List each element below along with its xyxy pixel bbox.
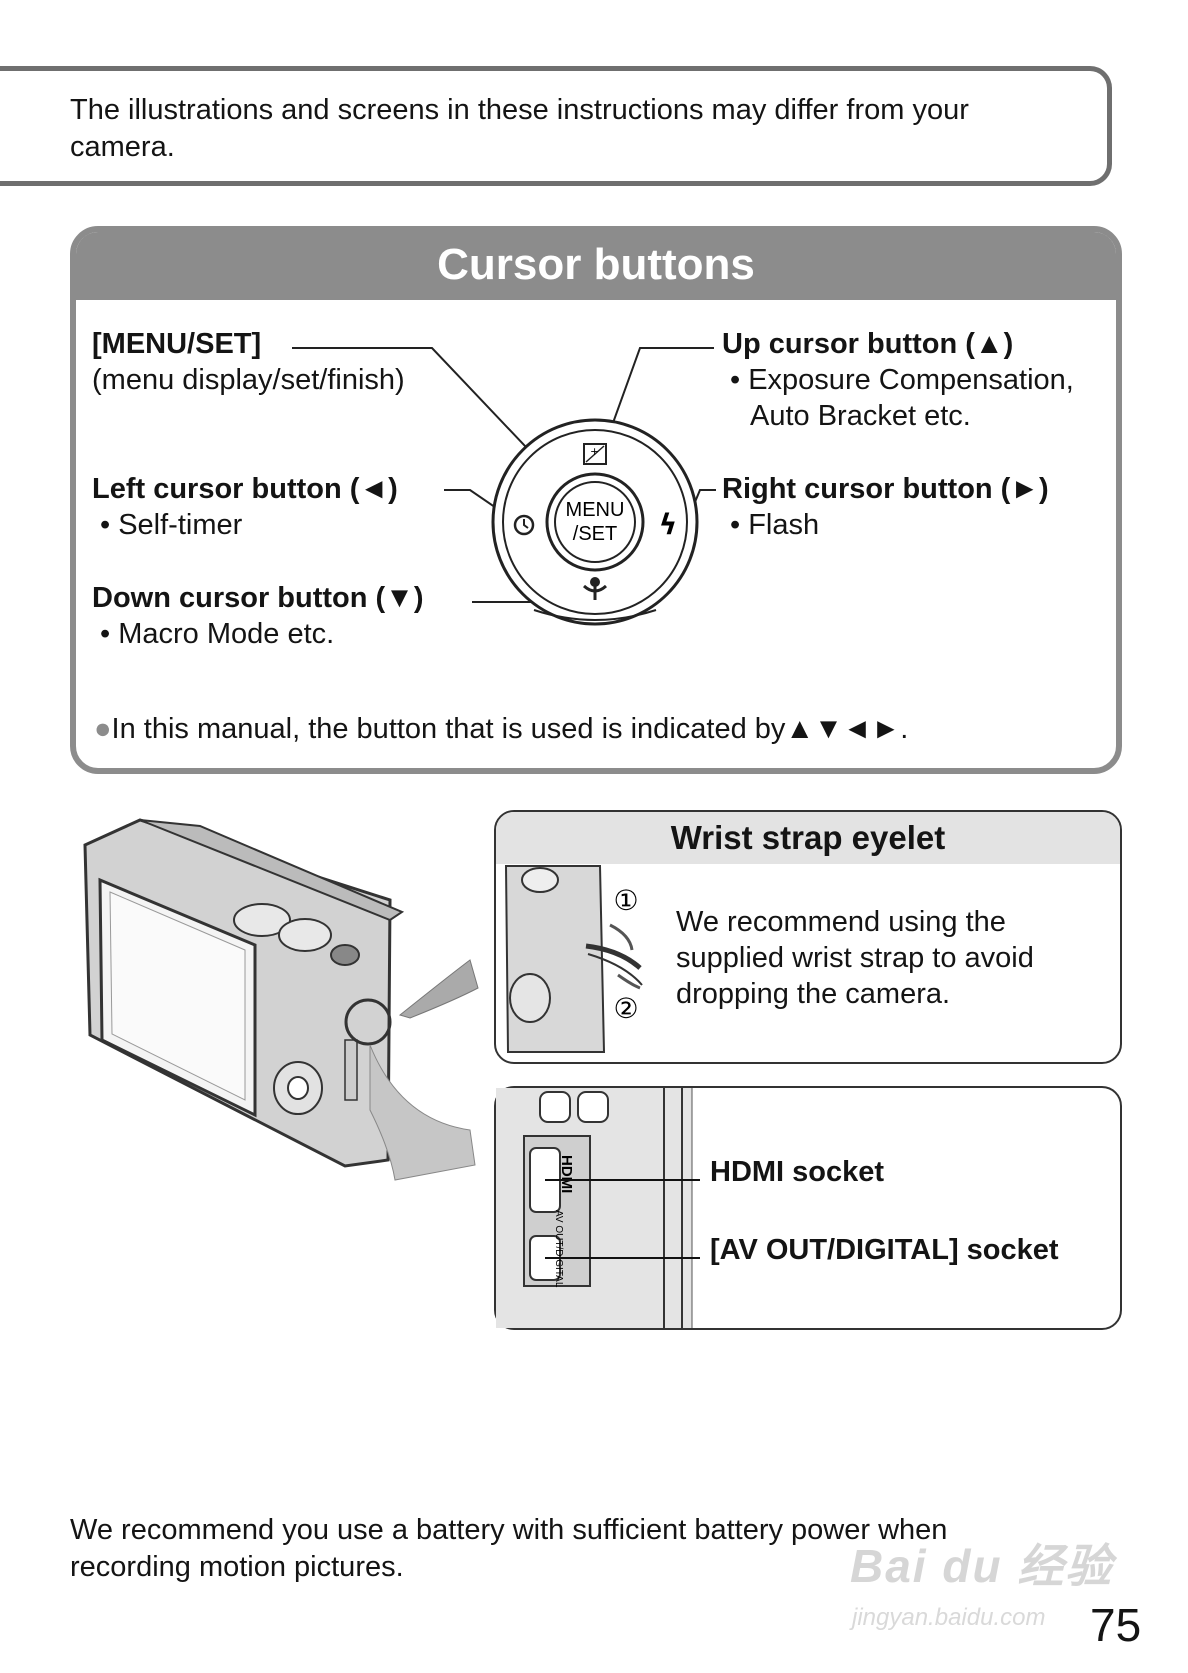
baidu-watermark-logo: Bai du 经验 [850, 1540, 1114, 1592]
wrist-eyelet-callout [344, 998, 392, 1046]
baidu-watermark-url: jingyan.baidu.com [852, 1604, 1046, 1631]
note-frame [0, 66, 1112, 186]
left-cursor-bullet: • Self-timer [100, 509, 243, 541]
battery-recommendation: We recommend you use a battery with suff… [70, 1514, 948, 1583]
up-cursor-bullet-1: • Exposure Compensation, [730, 364, 1074, 396]
wrist-strap-text: We recommend using the supplied wrist st… [676, 906, 1034, 1010]
right-cursor-bullet: • Flash [730, 509, 820, 541]
left-cursor-label: Left cursor button (◄) [92, 473, 398, 505]
cursor-note: ●In this manual, the button that is used… [94, 713, 909, 745]
down-cursor-label: Down cursor button (▼) [92, 582, 424, 614]
wrist-strap-title: Wrist strap eyelet [496, 812, 1120, 864]
av-out-socket-label: [AV OUT/DIGITAL] socket [710, 1234, 1059, 1266]
down-cursor-bullet: • Macro Mode etc. [100, 618, 335, 650]
menu-set-desc: (menu display/set/finish) [92, 364, 405, 396]
right-cursor-label: Right cursor button (►) [722, 473, 1049, 505]
sockets-panel [494, 1086, 1122, 1330]
up-cursor-label: Up cursor button (▲) [722, 328, 1014, 360]
menu-set-label: [MENU/SET] [92, 328, 262, 360]
page-number: 75 [1090, 1599, 1142, 1651]
up-cursor-bullet-2: Auto Bracket etc. [750, 400, 971, 432]
hdmi-socket-label: HDMI socket [710, 1156, 885, 1188]
cursor-buttons-panel: Cursor buttons [70, 226, 1122, 774]
cursor-buttons-title: Cursor buttons [76, 232, 1116, 300]
bullet-dot-icon: ● [94, 713, 112, 745]
wrist-strap-panel: Wrist strap eyelet [494, 810, 1122, 1064]
illustration-note: The illustrations and screens in these i… [70, 94, 969, 163]
